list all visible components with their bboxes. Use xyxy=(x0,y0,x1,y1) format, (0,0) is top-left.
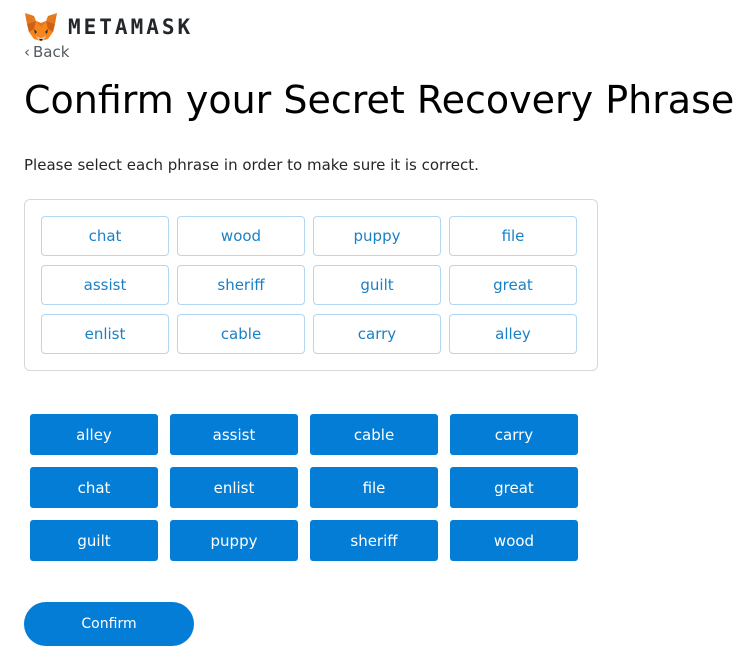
instruction-text: Please select each phrase in order to ma… xyxy=(24,156,479,174)
selected-word[interactable]: puppy xyxy=(313,216,441,256)
selected-word[interactable]: alley xyxy=(449,314,577,354)
back-label: Back xyxy=(33,43,70,61)
word-option-button[interactable]: file xyxy=(310,467,438,508)
selected-word[interactable]: wood xyxy=(177,216,305,256)
word-option-button[interactable]: sheriff xyxy=(310,520,438,561)
chevron-left-icon: ‹ xyxy=(24,43,30,61)
word-option-button[interactable]: wood xyxy=(450,520,578,561)
selected-word[interactable]: enlist xyxy=(41,314,169,354)
word-option-button[interactable]: enlist xyxy=(170,467,298,508)
page-title: Confirm your Secret Recovery Phrase xyxy=(24,78,735,122)
selected-word[interactable]: great xyxy=(449,265,577,305)
word-option-button[interactable]: great xyxy=(450,467,578,508)
header: METAMASK xyxy=(24,12,193,42)
confirm-button[interactable]: Confirm xyxy=(24,602,194,646)
word-option-button[interactable]: chat xyxy=(30,467,158,508)
word-option-button[interactable]: carry xyxy=(450,414,578,455)
word-option-button[interactable]: guilt xyxy=(30,520,158,561)
word-option-button[interactable]: assist xyxy=(170,414,298,455)
word-option-button[interactable]: alley xyxy=(30,414,158,455)
selected-word[interactable]: file xyxy=(449,216,577,256)
word-options-grid: alley assist cable carry chat enlist fil… xyxy=(30,414,578,561)
metamask-fox-icon xyxy=(25,13,57,41)
word-option-button[interactable]: cable xyxy=(310,414,438,455)
selected-word[interactable]: guilt xyxy=(313,265,441,305)
selected-word[interactable]: assist xyxy=(41,265,169,305)
back-link[interactable]: ‹ Back xyxy=(24,43,69,61)
selected-words-grid: chat wood puppy file assist sheriff guil… xyxy=(41,216,577,354)
brand-name: METAMASK xyxy=(68,15,194,39)
selected-words-panel: chat wood puppy file assist sheriff guil… xyxy=(24,199,598,371)
selected-word[interactable]: cable xyxy=(177,314,305,354)
selected-word[interactable]: sheriff xyxy=(177,265,305,305)
word-option-button[interactable]: puppy xyxy=(170,520,298,561)
selected-word[interactable]: chat xyxy=(41,216,169,256)
selected-word[interactable]: carry xyxy=(313,314,441,354)
